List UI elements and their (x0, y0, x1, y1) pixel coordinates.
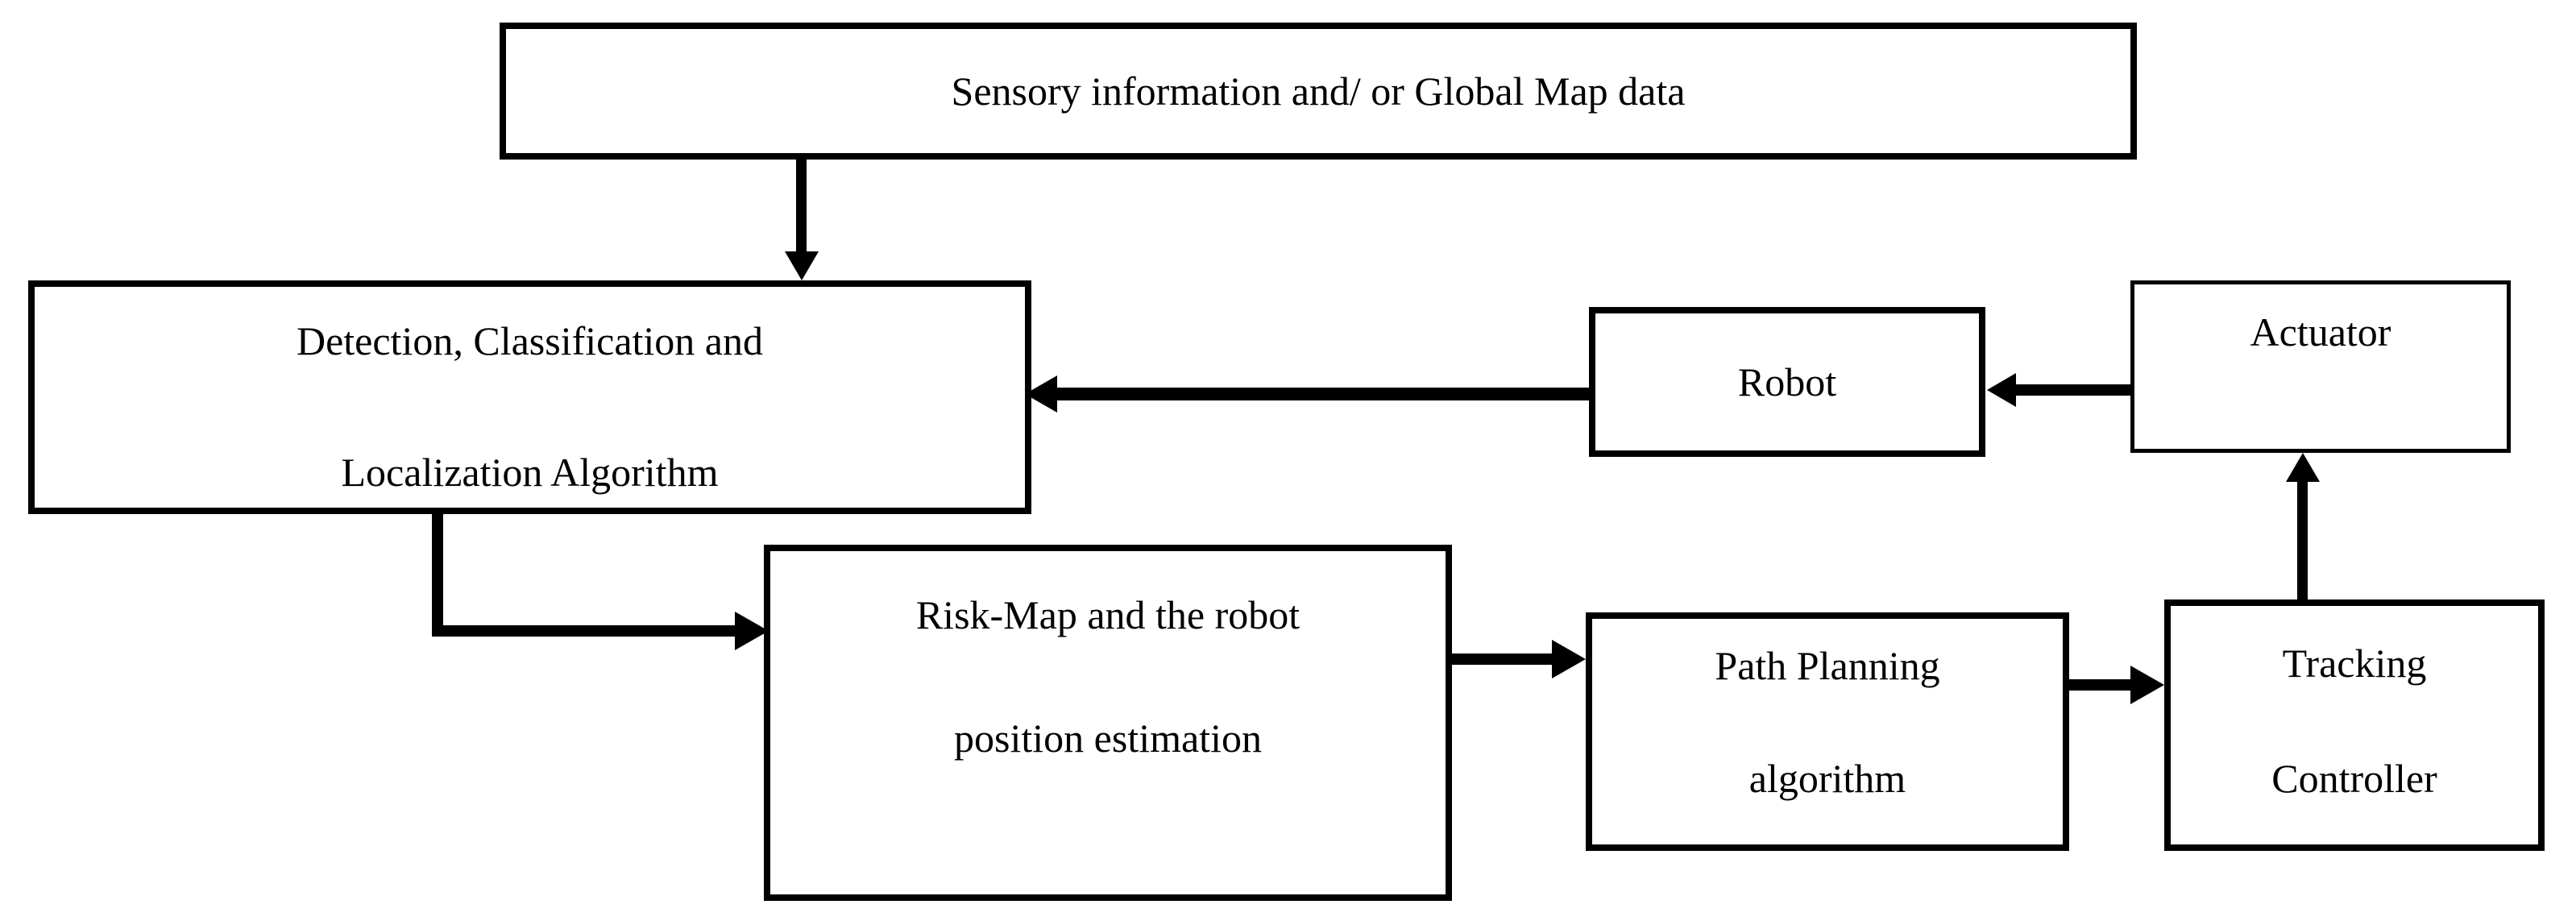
arrowhead-left-icon (1025, 375, 1057, 413)
node-actuator-label: Actuator (2250, 309, 2391, 355)
node-detection-label-line1: Detection, Classification and (296, 318, 763, 363)
arrowhead-right-icon (735, 612, 769, 650)
node-robot-label: Robot (1737, 359, 1837, 404)
arrow-shaft (2066, 679, 2132, 691)
node-sensory-input-label: Sensory information and/ or Global Map d… (951, 68, 1686, 114)
node-detection-label-line2: Localization Algorithm (341, 450, 719, 495)
arrowhead-up-icon (2286, 453, 2320, 482)
node-path-planning-algorithm: Path Planning algorithm (1586, 612, 2069, 851)
arrow-shaft (1057, 388, 1591, 400)
node-tracking-controller: Tracking Controller (2164, 599, 2545, 851)
node-tracking-controller-label-line1: Tracking (2282, 641, 2427, 686)
node-robot: Robot (1589, 307, 1985, 457)
arrowhead-down-icon (785, 251, 819, 280)
arrowhead-right-icon (2130, 666, 2164, 704)
node-actuator: Actuator (2130, 280, 2511, 453)
arrow-shaft-vertical (432, 514, 443, 637)
arrow-shaft (2297, 480, 2308, 601)
arrowhead-right-icon (1552, 640, 1586, 678)
node-risk-map-position-estimation: Risk-Map and the robot position estimati… (764, 545, 1452, 901)
node-sensory-input: Sensory information and/ or Global Map d… (500, 23, 2137, 160)
arrow-shaft-horizontal (432, 625, 736, 637)
arrowhead-left-icon (1987, 373, 2016, 407)
arrow-shaft (1449, 653, 1553, 665)
node-tracking-controller-label-line2: Controller (2271, 756, 2437, 801)
node-detection-classification-localization: Detection, Classification and Localizati… (28, 280, 1031, 514)
arrow-shaft (796, 153, 807, 251)
node-path-planning-label-line1: Path Planning (1715, 643, 1940, 688)
node-path-planning-label-line2: algorithm (1748, 756, 1906, 801)
node-risk-map-label-line2: position estimation (954, 716, 1262, 761)
arrow-shaft (2016, 384, 2132, 396)
node-risk-map-label-line1: Risk-Map and the robot (915, 592, 1300, 637)
